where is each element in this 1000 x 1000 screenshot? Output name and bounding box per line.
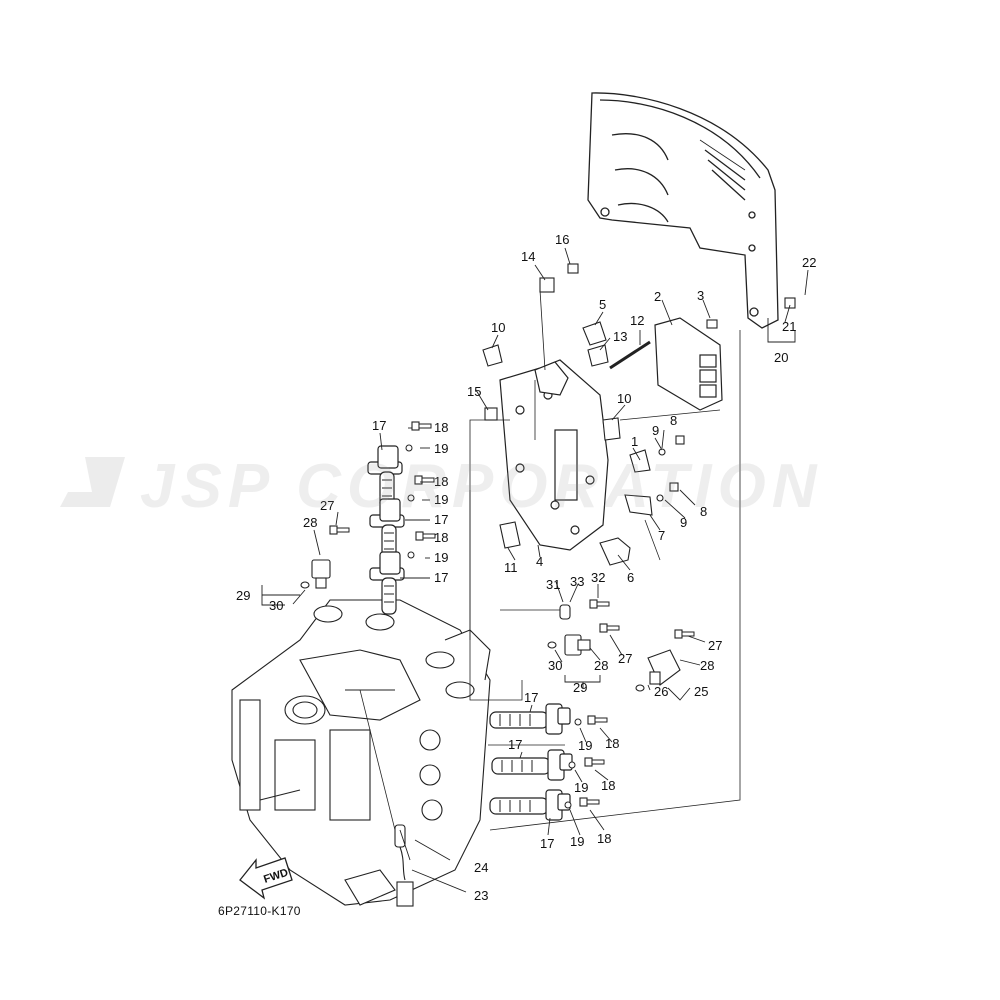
callout-13: 13 <box>613 329 627 344</box>
callout-33: 33 <box>570 574 584 589</box>
callout-20: 20 <box>774 350 788 365</box>
callout-23: 23 <box>474 888 488 903</box>
callout-19c: 19 <box>434 550 448 565</box>
fitting-31 <box>559 604 571 620</box>
sensor-25 <box>635 649 681 692</box>
small-parts <box>482 263 796 566</box>
callout-27b: 27 <box>618 651 632 666</box>
engine-block <box>231 599 491 906</box>
callout-18b: 18 <box>434 474 448 489</box>
callout-6: 6 <box>627 570 634 585</box>
sensor-29-right <box>547 634 591 656</box>
callout-26: 26 <box>654 684 668 699</box>
callout-24: 24 <box>474 860 488 875</box>
ecm-unit <box>654 317 723 411</box>
callout-17d: 17 <box>524 690 538 705</box>
callout-17f: 17 <box>540 836 554 851</box>
callout-22: 22 <box>802 255 816 270</box>
callout-29b: 29 <box>573 680 587 695</box>
callout-17a: 17 <box>372 418 386 433</box>
electrical-cover <box>587 92 779 329</box>
callout-14: 14 <box>521 249 535 264</box>
callout-8a: 8 <box>670 413 677 428</box>
callout-18c: 18 <box>434 530 448 545</box>
callout-27a: 27 <box>320 498 334 513</box>
callout-19b: 19 <box>434 492 448 507</box>
callout-31: 31 <box>546 577 560 592</box>
callout-17e: 17 <box>508 737 522 752</box>
electrical-bracket <box>499 359 609 551</box>
callout-1: 1 <box>631 434 638 449</box>
callout-27c: 27 <box>708 638 722 653</box>
fwd-arrow: FWD <box>239 857 293 900</box>
leader-lines <box>261 247 809 893</box>
callout-17b: 17 <box>434 512 448 527</box>
callout-30a: 30 <box>269 598 283 613</box>
callout-30b: 30 <box>548 658 562 673</box>
callout-4: 4 <box>536 554 543 569</box>
callout-16: 16 <box>555 232 569 247</box>
callout-2: 2 <box>654 289 661 304</box>
callout-5: 5 <box>599 297 606 312</box>
callout-7: 7 <box>658 528 665 543</box>
callout-21: 21 <box>782 319 796 334</box>
sensor-29-left <box>300 559 331 589</box>
callout-18a: 18 <box>434 420 448 435</box>
callout-18f: 18 <box>597 831 611 846</box>
callout-19e: 19 <box>574 780 588 795</box>
callout-28c: 28 <box>700 658 714 673</box>
drawing-code: 6P27110-K170 <box>218 904 301 918</box>
callout-numbers: 1 2 3 4 5 6 7 8 8 9 9 10 10 11 12 13 14 … <box>236 232 816 903</box>
sensor-23 <box>394 824 414 907</box>
callout-10a: 10 <box>491 320 505 335</box>
callout-32: 32 <box>591 570 605 585</box>
assembly-lines <box>359 289 741 831</box>
callout-15: 15 <box>467 384 481 399</box>
callout-25: 25 <box>694 684 708 699</box>
callout-9b: 9 <box>680 515 687 530</box>
callout-3: 3 <box>697 288 704 303</box>
callout-18d: 18 <box>605 736 619 751</box>
callout-19a: 19 <box>434 441 448 456</box>
callout-11: 11 <box>504 560 518 575</box>
callout-17c: 17 <box>434 570 448 585</box>
callout-18e: 18 <box>601 778 615 793</box>
callout-10b: 10 <box>617 391 631 406</box>
callout-29a: 29 <box>236 588 250 603</box>
callout-9a: 9 <box>652 423 659 438</box>
callout-8b: 8 <box>700 504 707 519</box>
callout-19f: 19 <box>570 834 584 849</box>
callout-19d: 19 <box>578 738 592 753</box>
callout-12: 12 <box>630 313 644 328</box>
callout-28b: 28 <box>594 658 608 673</box>
callout-28a: 28 <box>303 515 317 530</box>
